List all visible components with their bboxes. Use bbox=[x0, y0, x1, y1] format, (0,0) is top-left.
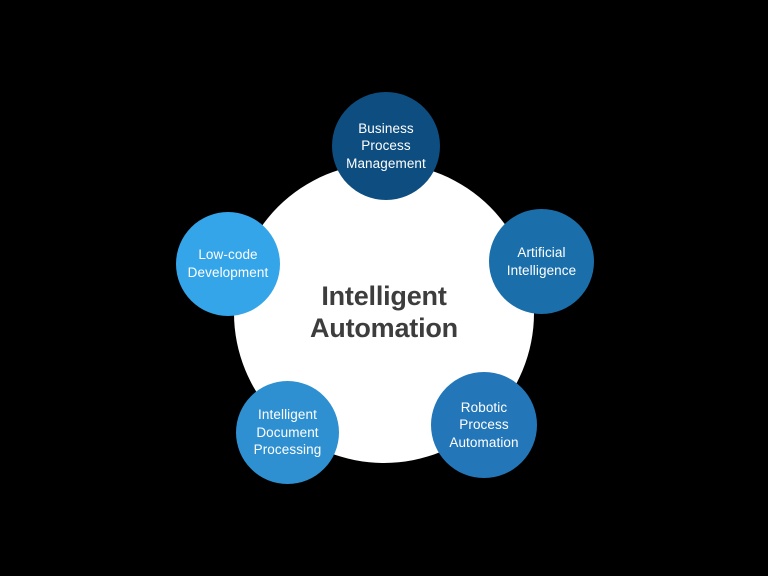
hub-label: Intelligent Automation bbox=[310, 281, 458, 343]
node-intelligent-document-processing[interactable]: Intelligent Document Processing bbox=[236, 381, 339, 484]
node-label-robotic-process-automation: Robotic Process Automation bbox=[449, 399, 519, 450]
node-low-code-development[interactable]: Low-code Development bbox=[176, 212, 280, 316]
node-robotic-process-automation[interactable]: Robotic Process Automation bbox=[431, 372, 537, 478]
node-label-business-process-management: Business Process Management bbox=[346, 120, 426, 171]
node-label-low-code-development: Low-code Development bbox=[187, 247, 269, 280]
node-label-intelligent-document-processing: Intelligent Document Processing bbox=[253, 407, 322, 458]
node-label-artificial-intelligence: Artificial Intelligence bbox=[506, 244, 577, 278]
node-artificial-intelligence[interactable]: Artificial Intelligence bbox=[489, 209, 594, 314]
node-business-process-management[interactable]: Business Process Management bbox=[332, 92, 440, 200]
